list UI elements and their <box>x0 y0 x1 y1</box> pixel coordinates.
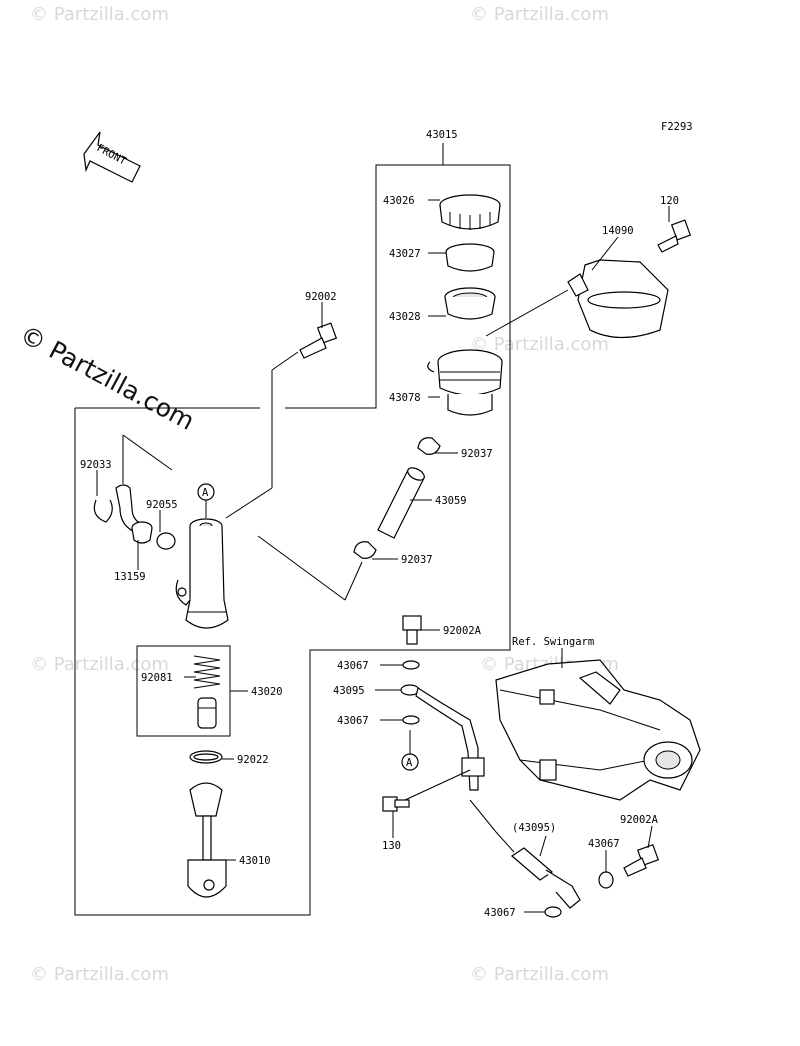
label-92037-bottom: 92037 <box>401 554 433 566</box>
label-43067-d: 43067 <box>484 907 516 919</box>
brake-hose-end <box>511 847 581 909</box>
watermark-ml: © Partzilla.com <box>30 654 169 675</box>
label-43015: 43015 <box>426 129 458 141</box>
label-43067-c: 43067 <box>588 838 620 850</box>
collar-13159 <box>131 521 153 544</box>
watermark-tl: © Partzilla.com <box>30 4 169 25</box>
label-13159: 13159 <box>114 571 146 583</box>
label-43027: 43027 <box>389 248 421 260</box>
circlip-92022 <box>189 750 223 764</box>
label-43095-paren: (43095) <box>512 822 556 834</box>
washer-43067-d <box>544 906 562 918</box>
bolt-92002 <box>299 322 338 359</box>
reservoir-43078 <box>427 349 503 416</box>
figure-code: F2293 <box>661 121 693 133</box>
reservoir-cap-43026 <box>439 194 501 230</box>
reservoir-cover-14090 <box>567 259 669 339</box>
leader-lines <box>96 199 670 913</box>
label-43067-b: 43067 <box>337 715 369 727</box>
label-43020: 43020 <box>251 686 283 698</box>
hose-clamp-92037-top <box>417 437 441 455</box>
label-43059: 43059 <box>435 495 467 507</box>
label-130: 130 <box>382 840 401 852</box>
callout-a-top-label: A <box>202 487 209 499</box>
banjo-bolt-92002A-right <box>623 843 660 877</box>
label-43010: 43010 <box>239 855 271 867</box>
part-labels: 43015 43026 43027 43028 43078 92037 4305… <box>80 129 679 919</box>
washer-43067-a <box>402 660 420 670</box>
watermark-layer: © Partzilla.com © Partzilla.com © Partzi… <box>30 4 619 985</box>
label-92055: 92055 <box>146 499 178 511</box>
master-cylinder-body <box>175 518 229 629</box>
hose-clamp-92037-bottom <box>353 541 377 559</box>
bolt-130 <box>382 796 410 812</box>
swingarm <box>495 659 701 801</box>
diaphragm-plate-43027 <box>445 243 495 272</box>
watermark-main: © Partzilla.com <box>15 320 199 436</box>
watermark-br: © Partzilla.com <box>470 964 609 985</box>
watermark-tr: © Partzilla.com <box>470 4 609 25</box>
hose-43059 <box>377 467 425 539</box>
piston <box>197 697 217 729</box>
label-92022: 92022 <box>237 754 269 766</box>
bolt-120 <box>657 219 692 253</box>
diaphragm-43028 <box>444 287 496 320</box>
assembly-outlines <box>74 143 511 916</box>
washer-43067-b <box>402 715 420 725</box>
banjo-bolt-92002A <box>402 615 422 645</box>
label-92002A-top: 92002A <box>443 625 482 637</box>
washer-43067-c <box>598 871 614 889</box>
label-43026: 43026 <box>383 195 415 207</box>
hose-fitting <box>115 484 143 535</box>
label-14090: 14090 <box>602 225 634 237</box>
callout-a-top: A <box>197 483 215 501</box>
callout-a-bottom: A <box>401 753 419 771</box>
callout-a-bottom-label: A <box>406 757 413 769</box>
watermark-mr: © Partzilla.com <box>470 334 609 355</box>
label-43028: 43028 <box>389 311 421 323</box>
watermark-bl: © Partzilla.com <box>30 964 169 985</box>
push-rod-43010 <box>187 782 227 898</box>
label-92002A-right: 92002A <box>620 814 659 826</box>
brake-hose-43095 <box>400 684 485 791</box>
circlip-92033 <box>93 499 113 523</box>
label-43095: 43095 <box>333 685 365 697</box>
label-92002: 92002 <box>305 291 337 303</box>
label-120: 120 <box>660 195 679 207</box>
o-ring-92055 <box>156 532 176 550</box>
label-92037-top: 92037 <box>461 448 493 460</box>
label-92033: 92033 <box>80 459 112 471</box>
label-43078: 43078 <box>389 392 421 404</box>
label-43067-a: 43067 <box>337 660 369 672</box>
label-ref-swingarm: Ref. Swingarm <box>512 636 594 648</box>
front-arrow-icon: FRONT <box>83 131 141 183</box>
spring-92081 <box>193 655 221 689</box>
label-92081: 92081 <box>141 672 173 684</box>
